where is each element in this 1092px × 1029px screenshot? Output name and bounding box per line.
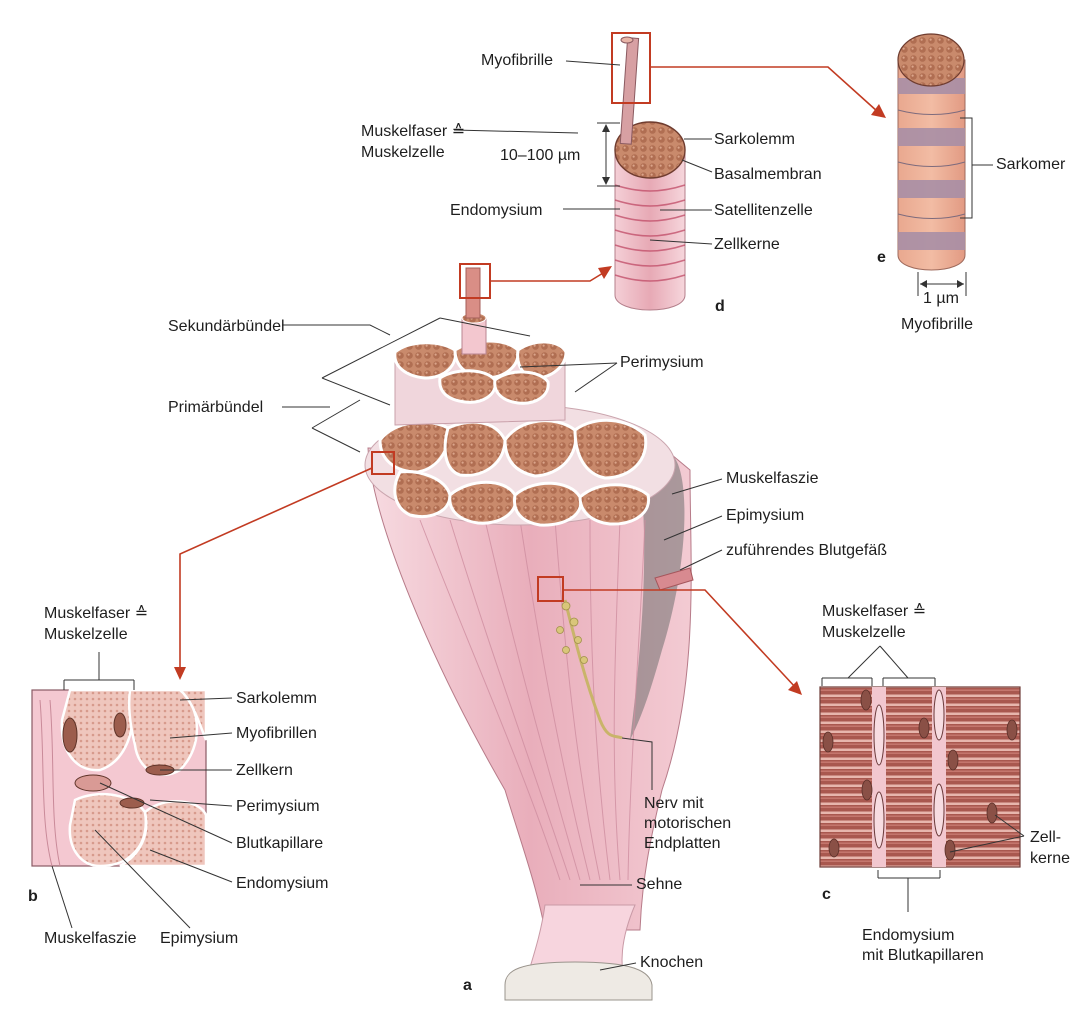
label-muskelfaser-c-2: Muskelzelle: [822, 624, 906, 641]
label-nerv-3: Endplatten: [644, 835, 721, 852]
label-endomysium-c-2: mit Blutkapillaren: [862, 947, 984, 964]
myofibril: [897, 33, 993, 296]
label-endomysium-c-1: Endomysium: [862, 927, 955, 944]
label-blutgefaess: zuführendes Blutgefäß: [726, 542, 887, 559]
muscle-fiber: [614, 36, 686, 311]
label-zellkerne-c-2: kerne: [1030, 850, 1071, 867]
label-blutkapillare-b: Blutkapillare: [236, 835, 324, 852]
label-sekundaerbuendel: Sekundärbündel: [168, 318, 285, 335]
label-perimysium-a: Perimysium: [620, 354, 704, 371]
label-epimysium-b: Epimysium: [160, 930, 239, 947]
longitudinal-detail: [819, 686, 1021, 868]
label-perimysium-b: Perimysium: [236, 798, 320, 815]
label-muskelfaszie-a: Muskelfaszie: [726, 470, 819, 487]
muscle-cross-section: [364, 267, 676, 527]
label-muskelfaser-d-2: Muskelzelle: [361, 144, 445, 161]
muscle-main: [367, 447, 694, 1001]
label-sarkomer: Sarkomer: [996, 156, 1066, 173]
label-muskelfaser-b-2: Muskelzelle: [44, 626, 128, 643]
label-zellkern-b: Zellkern: [236, 762, 293, 779]
panel-label-c: c: [822, 886, 831, 903]
label-diameter-fiber: 10–100 µm: [500, 147, 581, 164]
label-muskelfaser-c-1: Muskelfaser ≙: [822, 603, 927, 620]
label-basalmembran: Basalmembran: [714, 166, 822, 183]
secondary-bundle-raised: [393, 267, 568, 426]
panel-label-a: a: [463, 977, 472, 994]
label-nerv-2: motorischen: [644, 815, 732, 832]
label-primaerbuendel: Primärbündel: [168, 399, 264, 416]
panel-label-d: d: [715, 298, 725, 315]
label-zellkerne-c-1: Zell-: [1030, 829, 1062, 846]
cross-section-detail: [31, 688, 208, 868]
panel-label-b: b: [28, 888, 38, 905]
leader-lines: [51, 60, 1025, 971]
label-endomysium-b: Endomysium: [236, 875, 329, 892]
label-myofibrillen-b: Myofibrillen: [236, 725, 317, 742]
label-sehne: Sehne: [636, 876, 683, 893]
panel-label-e: e: [877, 249, 886, 266]
label-myofibrille-e: Myofibrille: [901, 316, 974, 333]
label-muskelfaser-b-1: Muskelfaser ≙: [44, 605, 149, 622]
label-nerv-1: Nerv mit: [644, 795, 704, 812]
label-sarkolemm-d: Sarkolemm: [714, 131, 795, 148]
label-epimysium-a: Epimysium: [726, 507, 805, 524]
label-endomysium-d: Endomysium: [450, 202, 543, 219]
label-muskelfaser-d-1: Muskelfaser ≙: [361, 123, 466, 140]
magnifier-connectors: [174, 32, 886, 695]
label-zellkerne-d: Zellkerne: [714, 236, 780, 253]
label-diameter-myofibrille: 1 µm: [923, 290, 959, 307]
label-knochen: Knochen: [640, 954, 704, 971]
label-muskelfaszie-b: Muskelfaszie: [44, 930, 137, 947]
label-satellitenzelle: Satellitenzelle: [714, 202, 813, 219]
label-sarkolemm-b: Sarkolemm: [236, 690, 317, 707]
label-myofibrille-top: Myofibrille: [481, 52, 554, 69]
